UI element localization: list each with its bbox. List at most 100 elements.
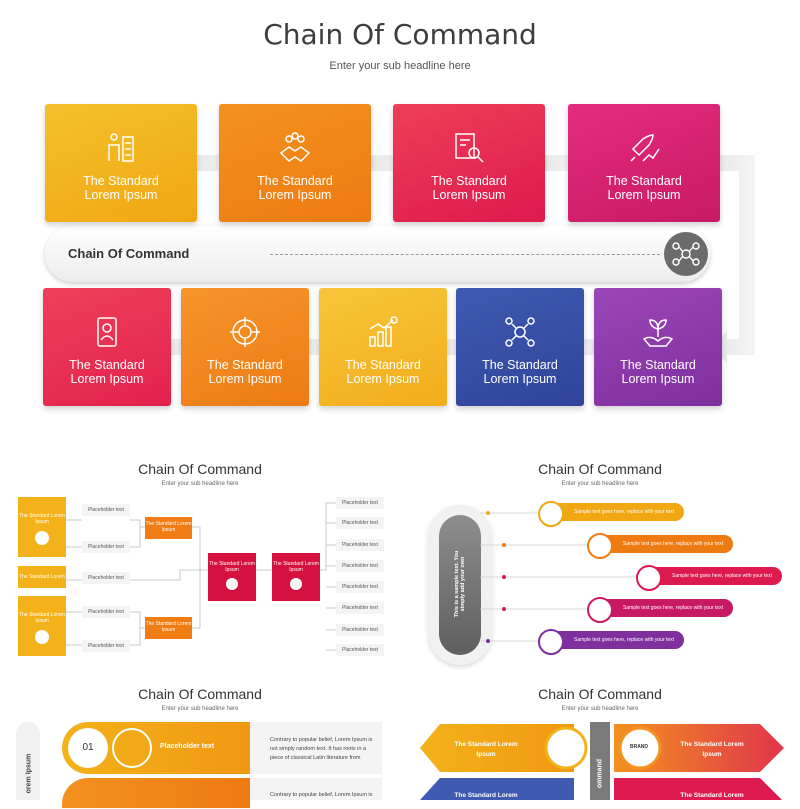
thumb1-placeholder: Placeholder text [336, 644, 384, 656]
arrow-elbow [705, 155, 755, 363]
thumb1-placeholder: Placeholder text [82, 572, 130, 584]
card-label: Lorem Ipsum [84, 188, 158, 202]
thumb4-label-right-2: The Standard Lorem [680, 792, 744, 799]
handshake-icon [275, 128, 315, 168]
thumb4-icon-right [618, 726, 662, 770]
thumb3-side-bar [16, 722, 40, 800]
thumb4-label-left-2: The Standard Lorem [454, 792, 518, 799]
thumb3-body: Contrary to popular belief, Lorem Ipsum … [270, 792, 373, 798]
thumb3-text-box [250, 778, 382, 800]
thumb1-placeholder: Placeholder text [336, 581, 384, 593]
card-label: The Standard [207, 358, 283, 372]
thumb3-step-number: 01 [68, 728, 108, 768]
thumb2-capsule [439, 515, 481, 655]
thumb1-placeholder: Placeholder text [82, 606, 130, 618]
thumb4-title: Chain Of Command [538, 686, 662, 702]
thumb1-box: The Standard Lorem Ipsum [208, 553, 256, 601]
thumb3-title: Chain Of Command [138, 686, 262, 702]
card-label: The Standard [69, 358, 145, 372]
card-label: The Standard [257, 174, 333, 188]
thumb2-pill-icon [587, 597, 613, 623]
thumb3-side-text: orem Ipsum [25, 753, 33, 794]
band-dotted-line [270, 254, 660, 255]
network-hub-icon [664, 232, 708, 276]
card-label: The Standard [431, 174, 507, 188]
thumb1-box: The Standard Lorem Ipsum [18, 497, 66, 557]
thumb2-subtitle: Enter your sub headline here [561, 481, 639, 487]
thumb3-step-label: Placeholder text [160, 743, 215, 750]
thumb2-vertical-text: This is a sample text. You simply add yo… [454, 550, 466, 618]
thumb2-pill-icon [587, 533, 613, 559]
thumb1-title: Chain Of Command [138, 461, 262, 477]
thumb3-step-icon [112, 728, 152, 768]
thumb4-hex-left-2 [420, 778, 574, 800]
thumb2-pill-icon [538, 501, 564, 527]
thumb1-placeholder: Placeholder text [82, 541, 130, 553]
card-label: The Standard [620, 358, 696, 372]
thumb3-body: Contrary to popular belief, Lorem Ipsum … [270, 737, 373, 761]
thumb2-pill: Sample text goes here, replace with your… [540, 631, 684, 649]
thumb4-brand: BRAND [629, 744, 649, 750]
thumb1-box: The Standard Lorem Ipsum [272, 553, 320, 601]
thumb4-hex-right-2 [614, 778, 782, 800]
thumb3-text-box [250, 722, 382, 774]
thumb1-box: The Standard Lorem Ipsum [145, 617, 192, 639]
card-label: Lorem Ipsum [483, 372, 557, 386]
thumb1-placeholder: Placeholder text [336, 624, 384, 636]
thumb2-pill-icon [538, 629, 564, 655]
card-label: Lorem Ipsum [432, 188, 506, 202]
card-label: The Standard [83, 174, 159, 188]
thumb2-connectors [480, 511, 640, 643]
thumb4-shapes [420, 724, 784, 800]
thumb3-step-2 [62, 778, 250, 808]
team-chart-icon [101, 128, 141, 168]
thumb2-pill: Sample text goes here, replace with your… [589, 535, 733, 553]
thumb1-placeholder: Placeholder text [336, 602, 384, 614]
thumb3-subtitle: Enter your sub headline here [161, 706, 239, 712]
thumb1-box: The Standard Lorem Ipsum [145, 517, 192, 539]
thumb4-hex-left [420, 724, 574, 772]
thumb4-subtitle: Enter your sub headline here [561, 706, 639, 712]
bar-growth-icon [363, 312, 403, 352]
thumb1-box: The Standard Lorem Ipsum [18, 566, 66, 602]
thumb2-pill: Sample text goes here, replace with your… [540, 503, 684, 521]
thumb1-box: The Standard Lorem Ipsum [18, 596, 66, 656]
card-label: Lorem Ipsum [346, 372, 420, 386]
thumb1-placeholder: Placeholder text [336, 560, 384, 572]
band-label: Chain Of Command [68, 246, 190, 261]
card-label: Lorem Ipsum [607, 188, 681, 202]
thumb1-placeholder: Placeholder text [82, 640, 130, 652]
rocket-growth-icon [624, 128, 664, 168]
card-label: Lorem Ipsum [621, 372, 695, 386]
card-label: Lorem Ipsum [258, 188, 332, 202]
card-label: The Standard [606, 174, 682, 188]
target-icon [225, 312, 265, 352]
document-search-icon [449, 128, 489, 168]
plant-hand-icon [638, 312, 678, 352]
thumb2-pill: Sample text goes here, replace with your… [638, 567, 782, 585]
thumb4-center-bar [590, 722, 610, 800]
card-label: The Standard [345, 358, 421, 372]
thumb1-connectors [66, 502, 336, 651]
thumb2-title: Chain Of Command [538, 461, 662, 477]
card-label: The Standard [482, 358, 558, 372]
card-label: Lorem Ipsum [70, 372, 144, 386]
id-badge-icon [87, 312, 127, 352]
thumb1-placeholder: Placeholder text [82, 504, 130, 516]
thumb4-icon-left [544, 726, 588, 770]
card-label: Lorem Ipsum [208, 372, 282, 386]
thumb1-placeholder: Placeholder text [336, 517, 384, 529]
page-subtitle: Enter your sub headline here [329, 60, 471, 72]
thumb2-pill-icon [636, 565, 662, 591]
thumb1-subtitle: Enter your sub headline here [161, 481, 239, 487]
